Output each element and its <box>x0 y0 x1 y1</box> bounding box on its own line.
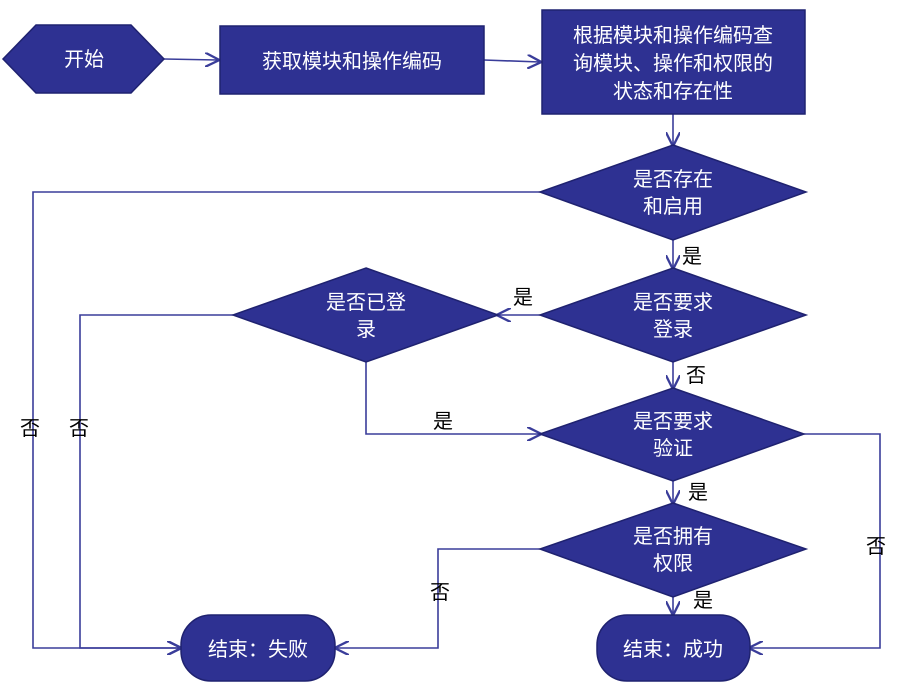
edges <box>32 59 881 648</box>
has-permission-decision: 是否拥有 权限 <box>537 502 809 598</box>
label-exists-no: 否 <box>20 416 40 440</box>
label-exists-yes: 是 <box>682 244 702 268</box>
get-codes-node: 获取模块和操作编码 <box>219 25 485 95</box>
require-verify-decision: 是否要求 验证 <box>537 387 807 482</box>
label-logged-in-no: 否 <box>69 416 89 440</box>
has-permission-label-line-1: 是否拥有 <box>633 524 713 548</box>
edge-verify-no <box>750 433 881 648</box>
label-require-login-no: 否 <box>686 363 706 387</box>
end-success-label: 结束：成功 <box>623 637 723 661</box>
edge-logged-in-no <box>79 314 233 648</box>
start-label: 开始 <box>64 47 104 71</box>
exists-enabled-label-line-2: 和启用 <box>643 194 703 218</box>
is-logged-in-decision: 是否已登 录 <box>230 267 501 363</box>
end-fail-label: 结束：失败 <box>208 637 308 661</box>
require-login-label-line-2: 登录 <box>653 317 693 341</box>
edge-labels: 是 否 是 否 否 是 是 否 是 否 <box>20 244 886 612</box>
require-verify-label-line-1: 是否要求 <box>633 409 713 433</box>
edge-start-to-get-codes <box>163 59 218 60</box>
edge-perm-no <box>336 548 540 648</box>
query-label-line-2: 询模块、操作和权限的 <box>573 51 773 75</box>
exists-enabled-label-line-1: 是否存在 <box>633 167 713 191</box>
get-codes-label: 获取模块和操作编码 <box>262 49 442 73</box>
query-label-line-3: 状态和存在性 <box>613 79 733 103</box>
start-node: 开始 <box>1 24 166 94</box>
edge-get-codes-to-query <box>483 60 540 62</box>
label-verify-no: 否 <box>866 534 886 558</box>
query-label-line-1: 根据模块和操作编码查 <box>573 23 773 47</box>
require-login-decision: 是否要求 登录 <box>537 267 809 363</box>
is-logged-in-label-line-2: 录 <box>356 317 376 341</box>
query-node: 根据模块和操作编码查 询模块、操作和权限的 状态和存在性 <box>541 9 806 115</box>
exists-enabled-decision: 是否存在 和启用 <box>537 144 809 241</box>
edge-exists-no <box>32 191 540 648</box>
label-logged-in-yes: 是 <box>433 409 453 433</box>
label-perm-yes: 是 <box>693 588 713 612</box>
is-logged-in-label-line-1: 是否已登 <box>326 290 406 314</box>
require-login-label-line-1: 是否要求 <box>633 290 713 314</box>
edge-logged-in-yes <box>365 362 540 434</box>
label-require-login-yes: 是 <box>513 285 533 309</box>
label-verify-yes: 是 <box>688 480 708 504</box>
label-perm-no: 否 <box>430 580 450 604</box>
has-permission-label-line-2: 权限 <box>653 551 693 575</box>
require-verify-label-line-2: 验证 <box>653 436 693 460</box>
end-success-node: 结束：成功 <box>596 614 751 682</box>
end-fail-node: 结束：失败 <box>180 614 336 682</box>
